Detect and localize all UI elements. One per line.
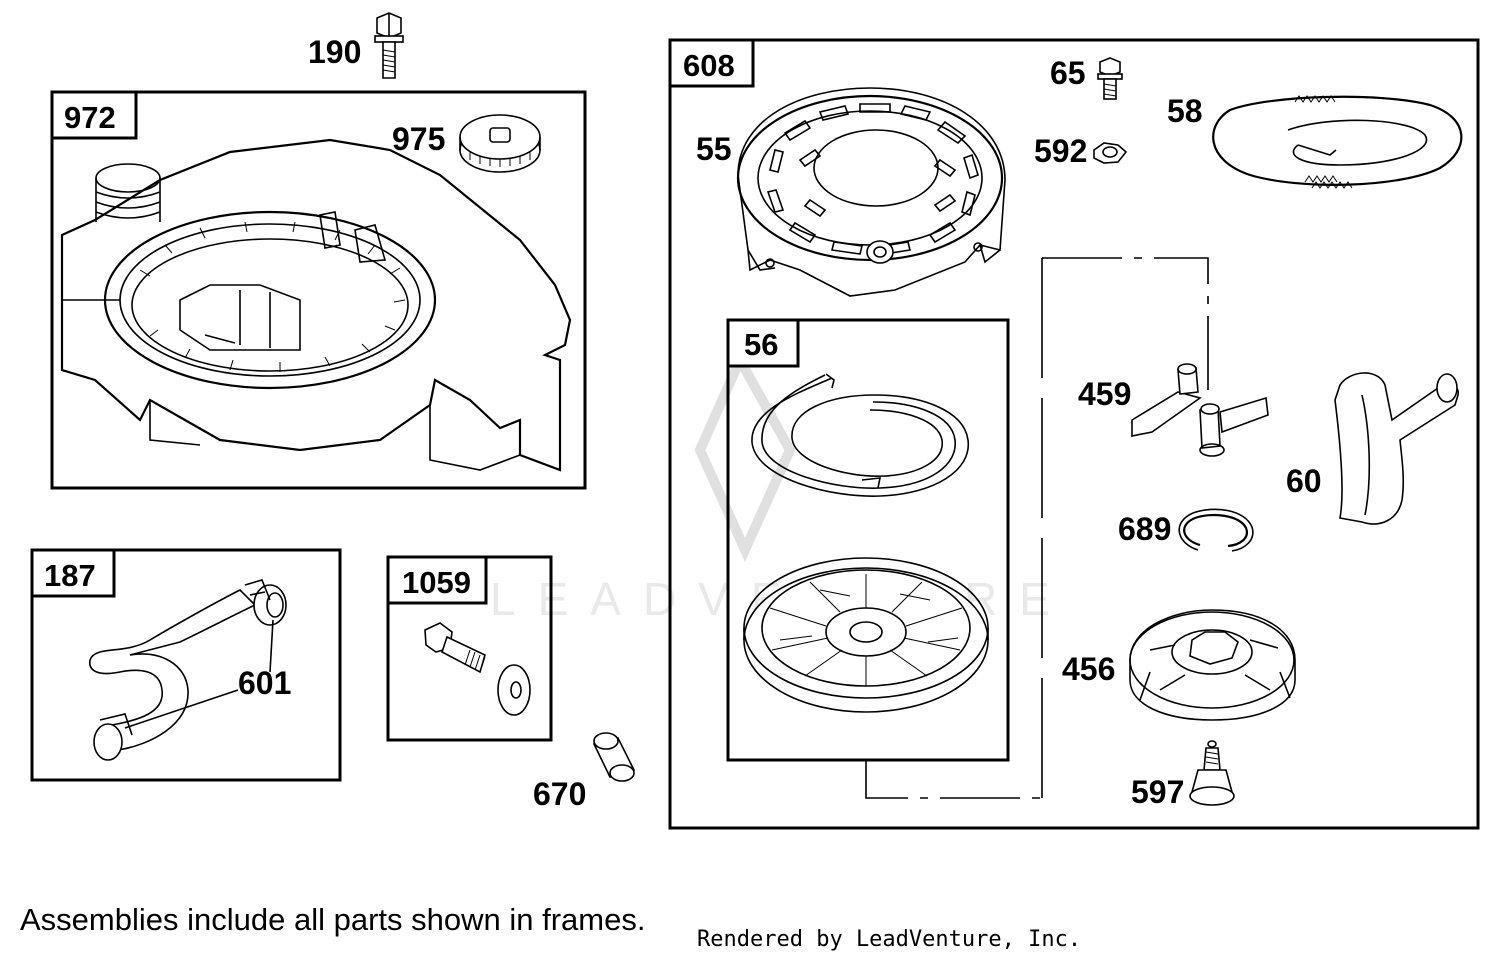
- part-975-label: 975: [392, 121, 445, 157]
- spacer-670-icon: [592, 732, 636, 782]
- frame-972: [50, 90, 587, 490]
- frame-608-label: 608: [683, 48, 735, 83]
- part-55-label: 55: [696, 131, 732, 167]
- part-689-label: 689: [1118, 511, 1171, 547]
- screw-65-icon: [1097, 57, 1123, 100]
- part-60-label: 60: [1286, 463, 1322, 499]
- retainer-clip-689-icon: [1178, 508, 1254, 552]
- frame-608-tag: [668, 38, 755, 88]
- fuel-line-187-drawing: [89, 579, 287, 761]
- bracket-line-bottom: [865, 760, 1042, 799]
- starter-rope-58-drawing: [1212, 95, 1463, 189]
- part-459-label: 459: [1078, 376, 1131, 412]
- blower-housing-drawing: [60, 138, 572, 472]
- frame-56: [726, 318, 1010, 762]
- part-190-label: 190: [308, 34, 361, 70]
- pawl-459-drawing: [1131, 363, 1269, 457]
- part-456-label: 456: [1062, 651, 1115, 687]
- watermark-logo: [694, 348, 796, 563]
- assemblies-note: Assemblies include all parts shown in fr…: [20, 902, 645, 937]
- frame-56-label: 56: [744, 327, 778, 362]
- part-58-label: 58: [1167, 93, 1203, 129]
- starter-pulley-drawing: [743, 557, 989, 713]
- part-670-label: 670: [533, 776, 586, 812]
- frame-187-label: 187: [44, 558, 96, 593]
- bolt-washer-1059-drawing: [424, 622, 531, 716]
- frame-972-tag: [50, 90, 138, 140]
- part-592-label: 592: [1034, 133, 1087, 169]
- fuel-cap-975-icon: [459, 114, 541, 173]
- bolt-190-icon: [374, 12, 404, 79]
- frame-608: [668, 38, 1480, 830]
- frame-1059-tag: [386, 555, 488, 605]
- starter-handle-60-drawing: [1334, 372, 1459, 525]
- frame-972-label: 972: [64, 100, 116, 135]
- nut-592-icon: [1093, 142, 1128, 164]
- ratchet-456-drawing: [1129, 609, 1296, 721]
- render-credit: Rendered by LeadVenture, Inc.: [697, 927, 1081, 952]
- part-65-label: 65: [1050, 55, 1086, 91]
- frame-1059-label: 1059: [402, 565, 471, 600]
- frame-187: [30, 548, 342, 782]
- part-601-label: 601: [238, 665, 291, 701]
- rewind-spring-drawing: [751, 373, 969, 497]
- frame-187-tag: [30, 548, 116, 598]
- part-597-label: 597: [1131, 774, 1184, 810]
- starter-housing-55-drawing: [736, 87, 1006, 297]
- bracket-line-top: [1042, 257, 1209, 390]
- frame-56-tag: [726, 318, 800, 368]
- center-pin-597-icon: [1189, 740, 1235, 806]
